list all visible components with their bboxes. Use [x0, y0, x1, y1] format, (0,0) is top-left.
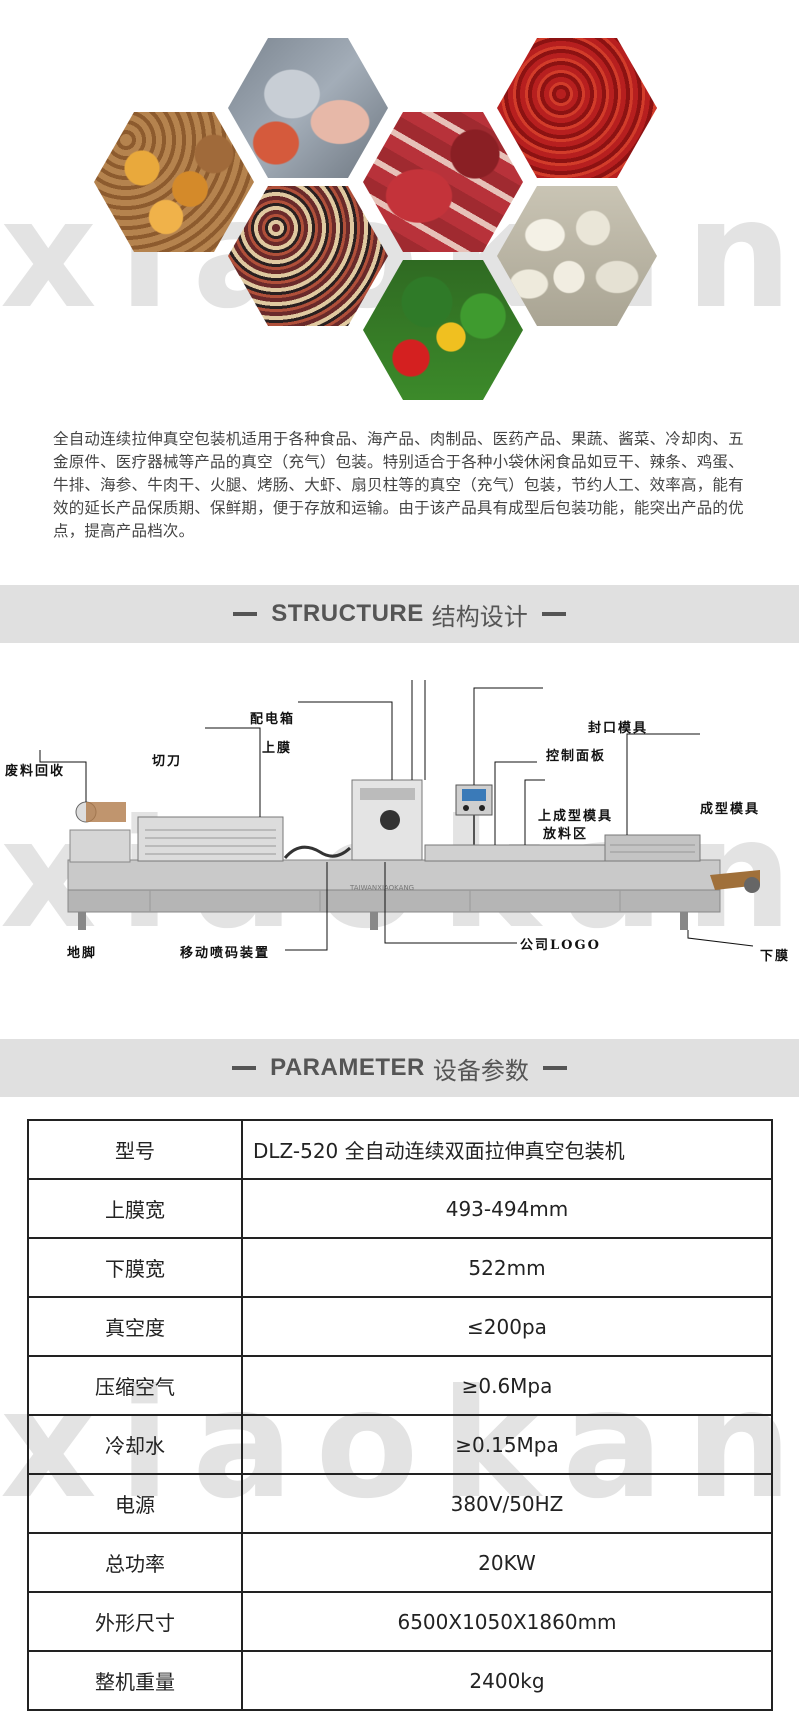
parameter-header: PARAMETER 设备参数 [0, 1039, 799, 1097]
hex-seafood-image [228, 38, 388, 178]
param-name: 外形尺寸 [27, 1591, 243, 1652]
param-name: 上膜宽 [27, 1178, 243, 1239]
label-upper-film: 上膜 [262, 741, 293, 756]
header-dash-left [232, 1066, 257, 1070]
label-upper-form-mold: 上成型模具 [538, 809, 614, 824]
hex-sauce-image [497, 38, 657, 178]
label-cutter: 切刀 [152, 754, 183, 769]
label-electric-box: 配电箱 [250, 712, 296, 727]
param-name: 整机重量 [27, 1650, 243, 1711]
param-name: 电源 [27, 1473, 243, 1534]
header-dash-right [541, 612, 566, 616]
table-row: 真空度≤200pa [27, 1296, 773, 1357]
param-name: 压缩空气 [27, 1355, 243, 1416]
param-value: DLZ-520 全自动连续双面拉伸真空包装机 [241, 1119, 773, 1180]
structure-header: STRUCTURE 结构设计 [0, 585, 799, 643]
label-feed-area: 放料区 [543, 827, 589, 842]
param-name: 总功率 [27, 1532, 243, 1593]
param-value: 493-494mm [241, 1178, 773, 1239]
parameter-title-en: PARAMETER [270, 1054, 425, 1081]
hex-meat-image [363, 112, 523, 252]
label-lower-film: 下膜 [760, 949, 791, 964]
food-collage [0, 0, 799, 420]
param-value: 522mm [241, 1237, 773, 1298]
param-value: 20KW [241, 1532, 773, 1593]
header-dash-right [542, 1066, 567, 1070]
label-company-logo: 公司LOGO [520, 938, 601, 953]
param-value: ≥0.15Mpa [241, 1414, 773, 1475]
parameter-title-cn: 设备参数 [432, 1056, 529, 1085]
product-description: 全自动连续拉伸真空包装机适用于各种食品、海产品、肉制品、医药产品、果蔬、酱菜、冷… [53, 430, 744, 540]
label-waste-recycle: 废料回收 [5, 764, 66, 779]
label-control-panel: 控制面板 [546, 749, 607, 764]
param-value: ≤200pa [241, 1296, 773, 1357]
param-name: 下膜宽 [27, 1237, 243, 1298]
table-row: 冷却水≥0.15Mpa [27, 1414, 773, 1475]
param-name: 型号 [27, 1119, 243, 1180]
param-name: 冷却水 [27, 1414, 243, 1475]
label-printer: 移动喷码装置 [180, 946, 271, 961]
hex-beans-image [228, 186, 388, 326]
param-value: ≥0.6Mpa [241, 1355, 773, 1416]
param-value: 380V/50HZ [241, 1473, 773, 1534]
label-foot: 地脚 [67, 946, 98, 961]
table-row: 压缩空气≥0.6Mpa [27, 1355, 773, 1416]
hex-nuts-image [94, 112, 254, 252]
machine-brand-text: TAIWANXIAOKANG [349, 884, 414, 892]
label-seal-mold: 封口模具 [588, 721, 649, 736]
param-value: 2400kg [241, 1650, 773, 1711]
structure-title-en: STRUCTURE [271, 600, 424, 627]
structure-title-cn: 结构设计 [431, 602, 528, 631]
header-dash-left [233, 612, 258, 616]
hex-vegetables-image [363, 260, 523, 400]
param-name: 真空度 [27, 1296, 243, 1357]
param-value: 6500X1050X1860mm [241, 1591, 773, 1652]
hex-eggs-image [497, 186, 657, 326]
label-form-mold: 成型模具 [700, 802, 761, 817]
machine-diagram: TAIWANXIAOKANG [39, 680, 760, 951]
